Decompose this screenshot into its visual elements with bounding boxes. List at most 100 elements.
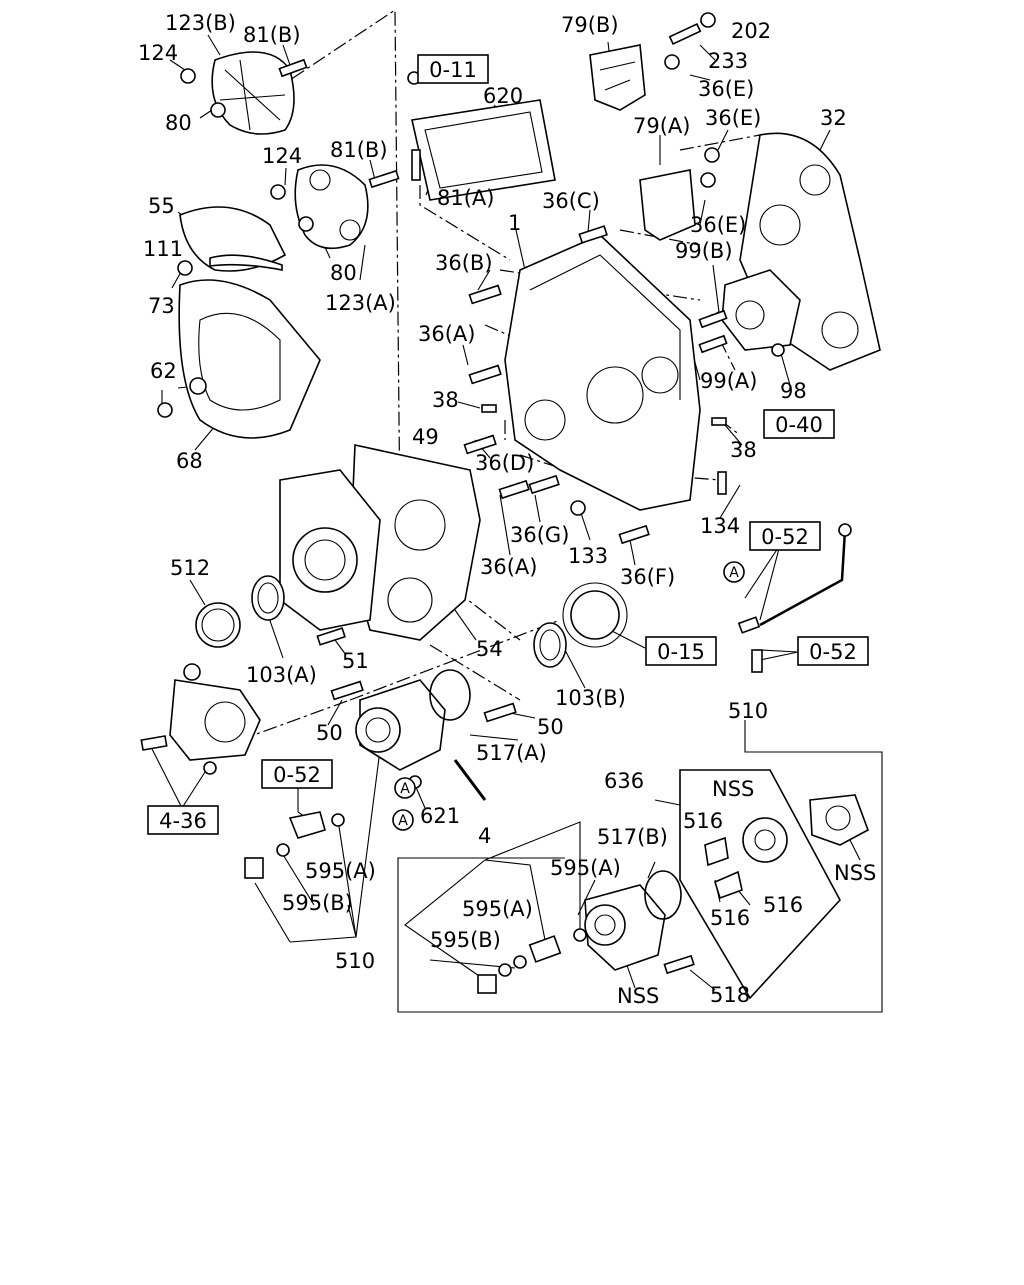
part-label: 99(A) — [700, 369, 757, 393]
part-label: 36(E) — [705, 106, 761, 130]
part-label: 124 — [262, 144, 302, 168]
reference-box-label: 0-52 — [273, 763, 321, 787]
part-label: 510 — [728, 699, 768, 723]
reference-box-frame — [417, 54, 489, 84]
reference-box-label: 0-15 — [657, 640, 705, 664]
part-label: 1 — [508, 211, 521, 235]
part-label: 81(A) — [437, 186, 494, 210]
part-label: 516 — [710, 906, 750, 930]
part-label: 36(A) — [480, 555, 537, 579]
reference-box-label: 0-11 — [429, 58, 477, 82]
part-label: 103(A) — [246, 663, 317, 687]
reference-boxes: 0-11 0-40 0-52 0-15 0-52 0-52 4-36 — [147, 54, 869, 835]
part-label: 516 — [683, 809, 723, 833]
callout-letter: A — [729, 565, 739, 581]
part-label: 36(F) — [620, 565, 675, 589]
part-label: 98 — [780, 379, 807, 403]
part-label: NSS — [834, 861, 876, 885]
callout-circle — [723, 561, 745, 583]
part-label: 123(B) — [165, 11, 236, 35]
reference-box: 4-36 — [147, 805, 219, 835]
part-label: 50 — [316, 721, 343, 745]
part-label: 36(E) — [690, 213, 746, 237]
part-label: 123(A) — [325, 291, 396, 315]
part-label: 134 — [700, 514, 740, 538]
part-label: 36(G) — [510, 523, 569, 547]
part-label: 133 — [568, 544, 608, 568]
part-label: 36(A) — [418, 322, 475, 346]
part-label: 518 — [710, 983, 750, 1007]
part-label: 81(B) — [243, 23, 301, 47]
part-label: 81(B) — [330, 138, 388, 162]
callout-letter: A — [398, 813, 408, 829]
part-label: 636 — [604, 769, 644, 793]
reference-box-frame — [749, 521, 821, 551]
part-label: 595(B) — [430, 928, 501, 952]
part-label: 595(B) — [282, 891, 353, 915]
callout-circle — [394, 777, 416, 799]
part-label: 36(C) — [542, 189, 600, 213]
callout-marker: A — [394, 777, 416, 799]
reference-box-frame — [261, 759, 333, 789]
part-label: 73 — [148, 294, 175, 318]
reference-box-label: 0-52 — [809, 640, 857, 664]
part-label: 38 — [730, 438, 757, 462]
part-label: 4 — [478, 824, 491, 848]
part-label: NSS — [712, 777, 754, 801]
reference-box-frame — [763, 409, 835, 439]
callout-marker: A — [723, 561, 745, 583]
part-label: 38 — [432, 388, 459, 412]
callout-markers: AAA — [392, 561, 745, 831]
part-label: 621 — [420, 804, 460, 828]
part-label: 62 — [150, 359, 177, 383]
reference-box-frame — [645, 636, 717, 666]
part-label: 36(D) — [475, 451, 534, 475]
part-label: NSS — [617, 984, 659, 1008]
part-label: 50 — [537, 715, 564, 739]
part-label: 512 — [170, 556, 210, 580]
part-label: 111 — [143, 237, 183, 261]
part-label: 595(A) — [462, 897, 533, 921]
reference-box-frame — [147, 805, 219, 835]
part-label: 32 — [820, 106, 847, 130]
part-label: 516 — [763, 893, 803, 917]
reference-box-label: 0-40 — [775, 413, 823, 437]
part-label: 36(B) — [435, 251, 493, 275]
reference-box: 0-52 — [261, 759, 333, 789]
part-label: 620 — [483, 84, 523, 108]
part-label: 80 — [165, 111, 192, 135]
reference-box: 0-40 — [763, 409, 835, 439]
reference-box: 0-52 — [749, 521, 821, 551]
reference-box-label: 0-52 — [761, 525, 809, 549]
part-label: 54 — [476, 637, 503, 661]
part-label: 55 — [148, 194, 175, 218]
callout-circle — [392, 809, 414, 831]
part-label: 124 — [138, 41, 178, 65]
part-label: 49 — [412, 425, 439, 449]
part-label: 233 — [708, 49, 748, 73]
reference-box: 0-11 — [417, 54, 489, 84]
part-label: 99(B) — [675, 239, 733, 263]
part-label: 517(B) — [597, 825, 668, 849]
callout-marker: A — [392, 809, 414, 831]
part-label: 36(E) — [698, 77, 754, 101]
part-label: 510 — [335, 949, 375, 973]
part-label: 51 — [342, 649, 369, 673]
part-label: 68 — [176, 449, 203, 473]
sub-assembly-frame — [679, 769, 841, 1000]
part-label: 517(A) — [476, 741, 547, 765]
part-label: 595(A) — [550, 856, 621, 880]
part-label: 103(B) — [555, 686, 626, 710]
reference-box-label: 4-36 — [159, 809, 207, 833]
part-label: 79(A) — [633, 114, 690, 138]
part-label: 595(A) — [305, 859, 376, 883]
reference-box: 0-52 — [797, 636, 869, 666]
reference-box: 0-15 — [645, 636, 717, 666]
part-label: 202 — [731, 19, 771, 43]
callout-letter: A — [400, 781, 410, 797]
reference-box-frame — [797, 636, 869, 666]
part-label: 79(B) — [561, 13, 619, 37]
